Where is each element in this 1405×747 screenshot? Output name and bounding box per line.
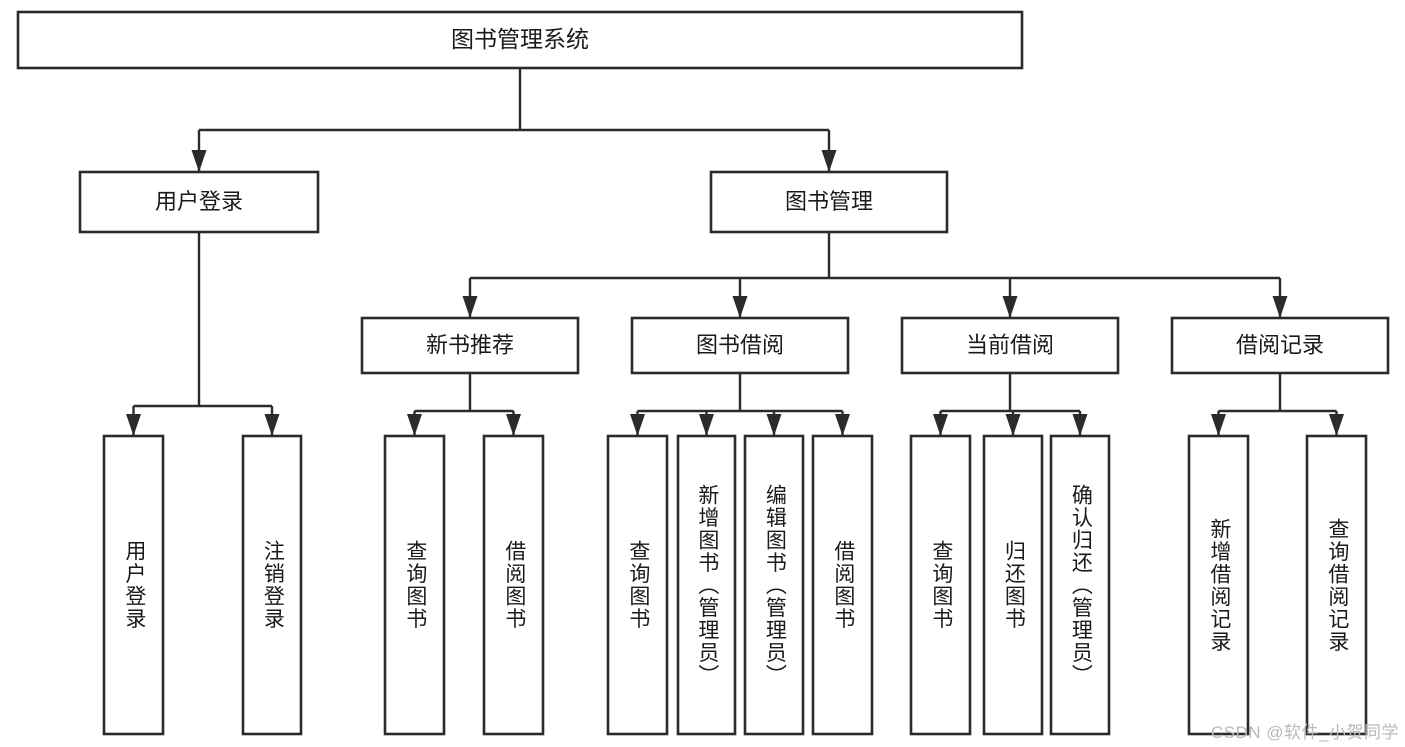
node-leaf-2[interactable] — [383, 434, 446, 736]
node-level2-1[interactable] — [709, 170, 949, 234]
arrow-head — [1072, 414, 1088, 436]
node-leaf-4[interactable] — [606, 434, 669, 736]
arrow-head — [1002, 296, 1018, 318]
arrow-head — [191, 150, 207, 172]
arrow-head — [407, 414, 422, 436]
node-leaf-11[interactable] — [1187, 434, 1250, 736]
node-leaf-5[interactable] — [676, 434, 737, 736]
node-level3-0-label: 新书推荐 — [426, 332, 514, 357]
node-level3-0[interactable] — [360, 316, 580, 375]
node-leaf-0[interactable] — [102, 434, 165, 736]
arrow-head — [699, 414, 714, 436]
node-level2-0-label: 用户登录 — [155, 189, 243, 214]
node-leaf-3[interactable] — [482, 434, 545, 736]
node-level3-3-label: 借阅记录 — [1236, 332, 1324, 357]
arrow-head — [1005, 414, 1021, 436]
node-leaf-6[interactable] — [743, 434, 805, 736]
connector-layer — [126, 68, 1344, 436]
node-leaf-7[interactable] — [811, 434, 874, 736]
node-level2-1-label: 图书管理 — [785, 189, 873, 214]
node-level2-0[interactable] — [78, 170, 320, 234]
node-level3-2[interactable] — [900, 316, 1120, 375]
node-leaf-9[interactable] — [982, 434, 1044, 736]
arrow-head — [462, 296, 478, 318]
node-root[interactable] — [16, 10, 1024, 70]
node-leaf-10[interactable] — [1049, 434, 1111, 736]
arrow-head — [732, 296, 748, 318]
node-leaf-12[interactable] — [1305, 434, 1368, 736]
arrow-head — [1272, 296, 1288, 318]
node-leaf-1[interactable] — [241, 434, 303, 736]
arrow-head — [1211, 414, 1226, 436]
node-level3-1-label: 图书借阅 — [696, 332, 784, 357]
node-level3-1[interactable] — [630, 316, 850, 375]
arrow-head — [126, 414, 141, 436]
arrow-head — [933, 414, 948, 436]
node-root-label: 图书管理系统 — [451, 26, 589, 52]
arrow-head — [264, 414, 280, 436]
watermark-text: CSDN @软件_小贺同学 — [1210, 723, 1399, 742]
node-leaf-8[interactable] — [909, 434, 972, 736]
node-level3-3[interactable] — [1170, 316, 1390, 375]
node-level3-2-label: 当前借阅 — [966, 332, 1054, 357]
arrow-head — [835, 414, 850, 436]
arrow-head — [506, 414, 521, 436]
arrow-head — [1329, 414, 1344, 436]
arrow-head — [630, 414, 645, 436]
arrow-head — [821, 150, 837, 172]
arrow-head — [766, 414, 782, 436]
